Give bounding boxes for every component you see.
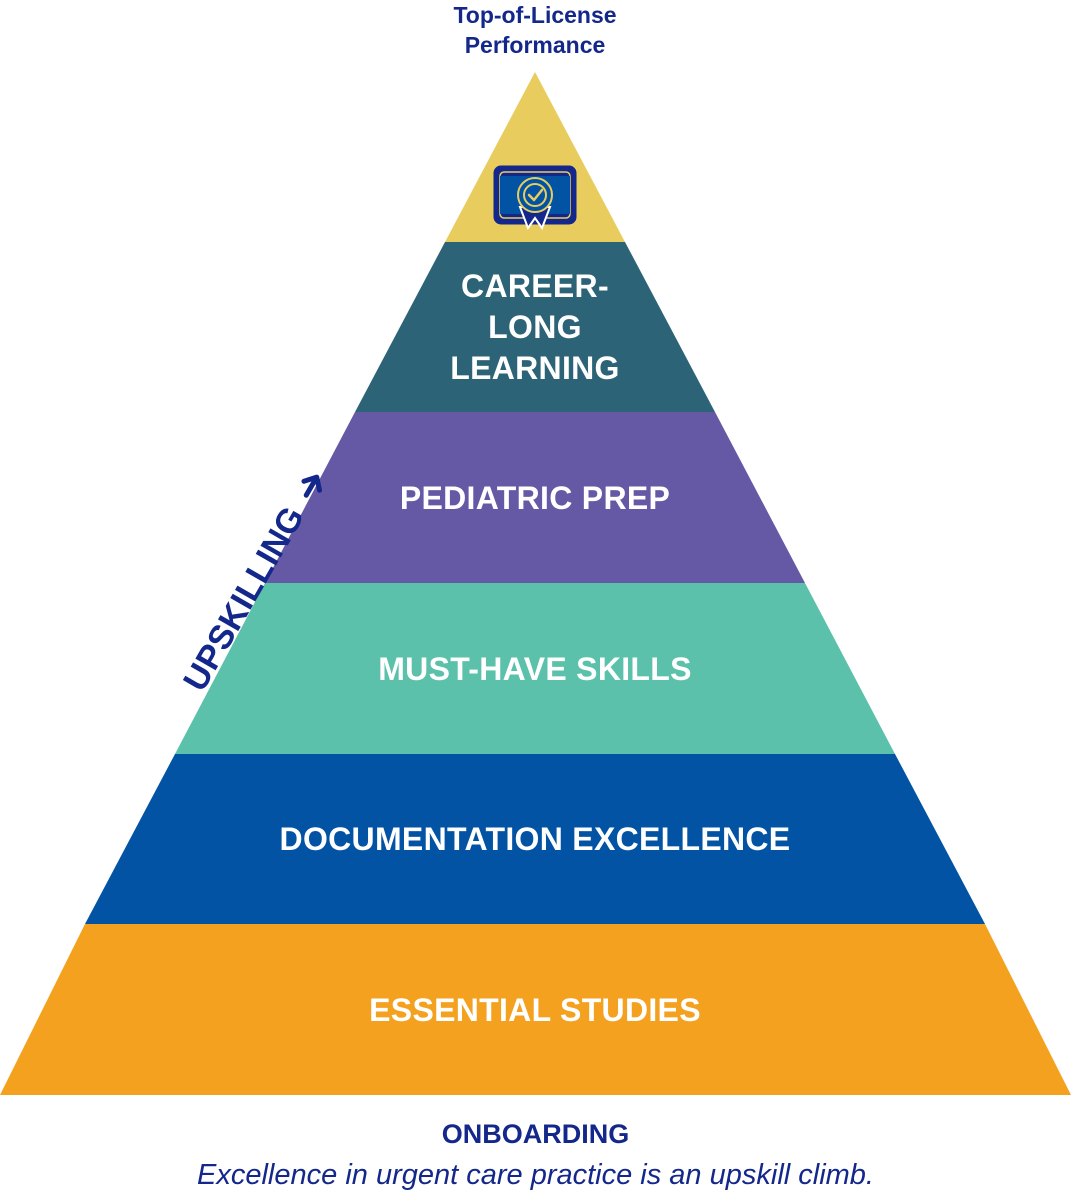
tier-label-essential-studies: ESSENTIAL STUDIES: [369, 992, 701, 1028]
upskilling-label: UPSKILLING: [175, 462, 335, 699]
tier-label-career-long-learning: CAREER- LONG LEARNING: [385, 266, 685, 389]
pyramid-tier-essential-studies: [0, 924, 1071, 1095]
certificate-badge-icon: [493, 165, 577, 231]
pyramid-tier-documentation-excellence: [85, 754, 985, 924]
top-label-line-1: Top-of-License: [453, 2, 617, 28]
pyramid-tier-pediatric-prep: [265, 412, 805, 583]
top-label-line-2: Performance: [464, 32, 606, 58]
pyramid-tier-must-have-skills: [175, 583, 895, 754]
career-line-2: LONG: [488, 309, 582, 345]
tier-label-documentation-excellence: DOCUMENTATION EXCELLENCE: [279, 821, 791, 857]
pyramid-tier-top: [445, 72, 625, 242]
career-line-3: LEARNING: [450, 350, 620, 386]
pyramid-tier-career-long-learning: [355, 242, 715, 412]
tier-label-pediatric-prep: PEDIATRIC PREP: [399, 480, 671, 516]
tier-label-must-have-skills: MUST-HAVE SKILLS: [378, 651, 692, 687]
onboarding-title: ONBOARDING: [441, 1119, 630, 1149]
onboarding-subtitle: Excellence in urgent care practice is an…: [197, 1159, 874, 1191]
arrow-up-right-icon: [301, 474, 322, 499]
career-line-1: CAREER-: [461, 268, 609, 304]
top-of-license-label: Top-of-License Performance: [385, 0, 685, 60]
